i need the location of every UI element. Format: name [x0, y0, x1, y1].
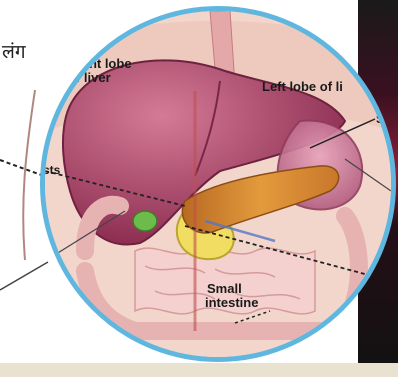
label-ducts-partial: cts — [45, 163, 61, 177]
digestive-anatomy-illustration: Right lobe of liver Left lobe of li S ct… — [45, 11, 391, 357]
anatomy-illustration-circle: Right lobe of liver Left lobe of li S ct… — [40, 6, 396, 362]
label-left-lobe: Left lobe of li — [262, 79, 343, 94]
label-small-intestine-line2: intestine — [205, 295, 258, 310]
label-small-intestine-line1: Small — [207, 281, 242, 296]
